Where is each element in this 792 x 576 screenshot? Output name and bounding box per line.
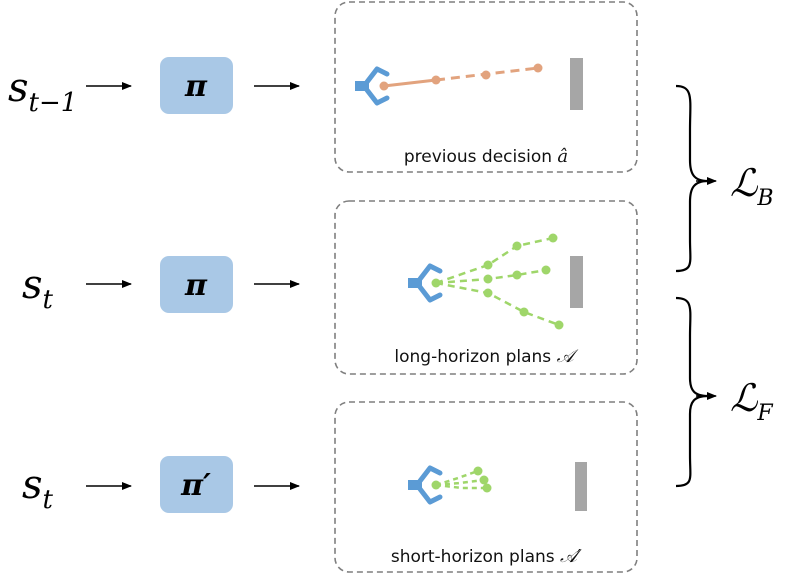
obstacle-wall-1: [570, 58, 583, 110]
panel-long-horizon: [334, 200, 638, 375]
state-label-current-short: st: [22, 462, 54, 515]
policy-box-3: [160, 456, 233, 513]
policy-box-1: [160, 57, 233, 114]
loss-behavior: ℒB: [730, 161, 774, 211]
policy-label-2: π: [184, 268, 208, 303]
obstacle-wall-2: [570, 256, 583, 308]
long-horizon-plan-points: [431, 233, 564, 330]
gripper-icon: [408, 465, 443, 505]
short-horizon-plan-paths: [435, 469, 487, 490]
policy-box-2: [160, 256, 233, 313]
loss-forward: ℒF: [730, 376, 773, 426]
short-horizon-plan-points: [431, 466, 492, 493]
previous-decision-path: [379, 63, 543, 91]
long-horizon-plan-paths: [435, 236, 560, 327]
caption-previous-decision: previous decision â: [404, 146, 568, 167]
state-label-current: st: [22, 262, 54, 315]
gripper-icon: [355, 66, 390, 106]
brace-behavior: [675, 84, 709, 273]
brace-forward: [675, 296, 709, 488]
caption-long-horizon: long-horizon plans 𝒜: [394, 346, 578, 367]
policy-label-3: π′: [180, 468, 211, 503]
gripper-icon: [408, 263, 443, 303]
obstacle-wall-3: [575, 462, 587, 511]
policy-label-1: π: [184, 69, 208, 104]
caption-short-horizon: short-horizon plans 𝒜′: [391, 546, 582, 567]
state-label-prev: st−1: [8, 65, 77, 118]
